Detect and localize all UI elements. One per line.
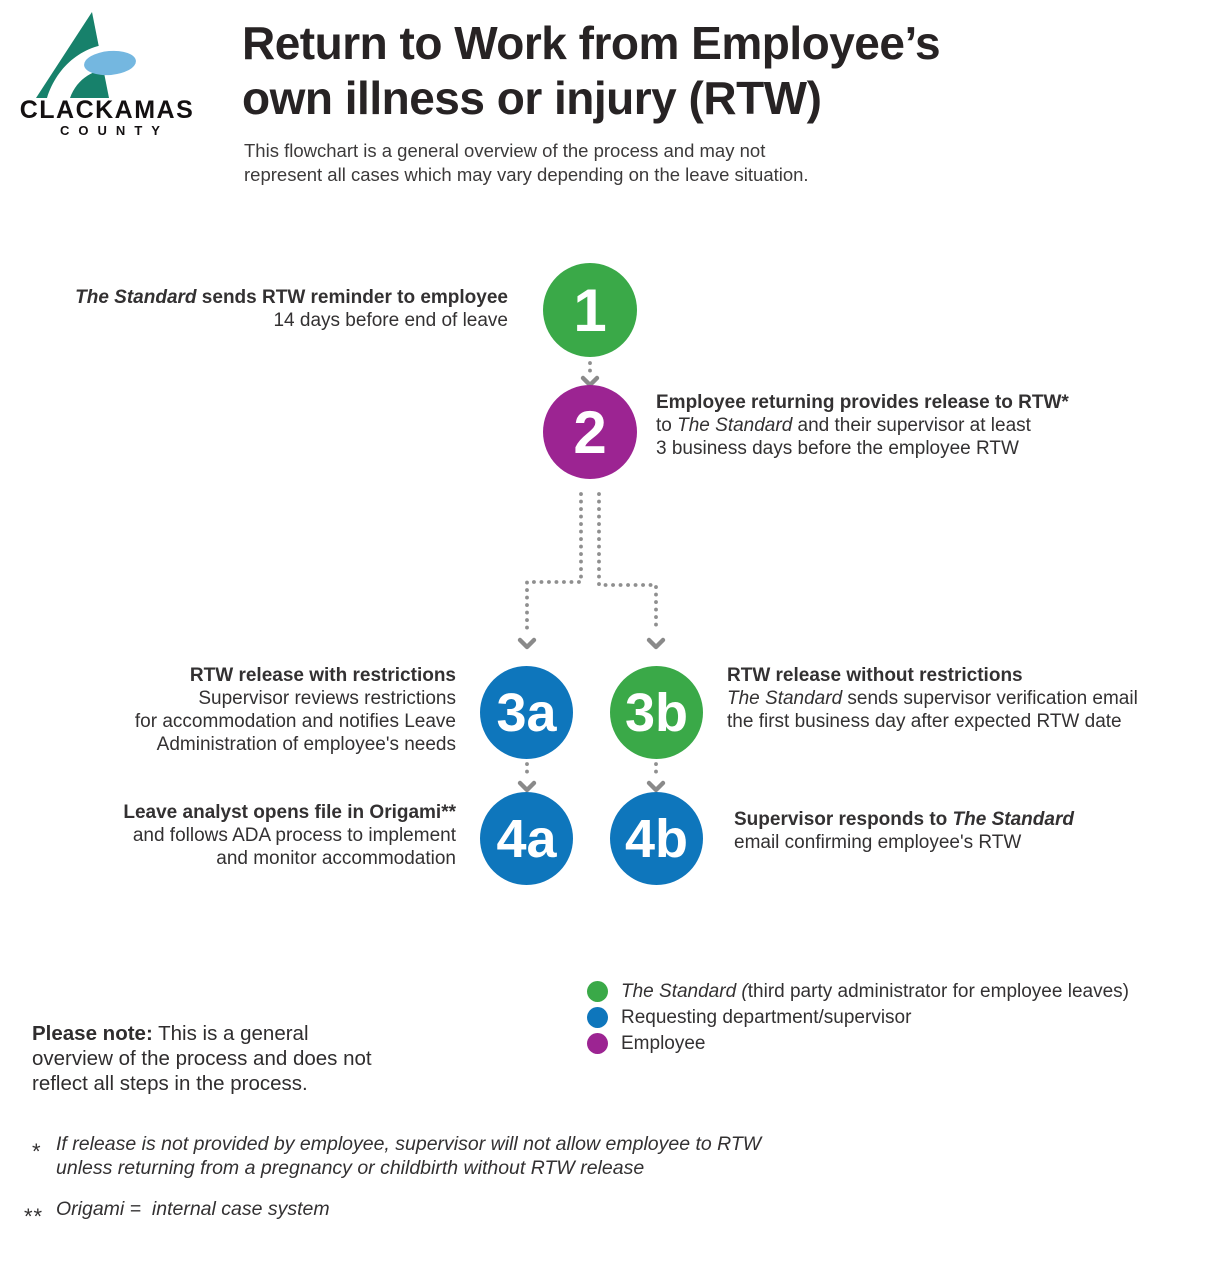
step-1-line-2: 14 days before end of leave <box>273 310 508 331</box>
logo-name-text: CLACKAMAS <box>19 96 195 124</box>
legend-dot-blue <box>587 1007 608 1028</box>
legend: The Standard (third party administrator … <box>587 981 1129 1059</box>
step-4a-line-2: and follows ADA process to implement <box>132 825 456 846</box>
step-4b-description: Supervisor responds to The Standard emai… <box>734 808 1074 854</box>
arrowhead-to-3b <box>646 637 666 650</box>
footnote-release-line-1: If release is not provided by employee, … <box>56 1133 762 1155</box>
footnote-release: * If release is not provided by employee… <box>32 1132 761 1180</box>
legend-label-the-standard: The Standard (third party administrator … <box>621 981 1129 1002</box>
page-title-line-1: Return to Work from Employee’s <box>242 17 941 69</box>
step-3a-line-4: Administration of employee's needs <box>156 734 456 755</box>
page-subtitle-line-2: represent all cases which may vary depen… <box>244 164 809 185</box>
step-4b-line-2: email confirming employee's RTW <box>734 832 1022 853</box>
step-4b-circle: 4b <box>610 792 703 885</box>
step-1-number: 1 <box>573 276 607 344</box>
step-2-line-3: 3 business days before the employee RTW <box>656 438 1019 459</box>
step-3b-circle: 3b <box>610 666 703 759</box>
step-3a-line-3: for accommodation and notifies Leave <box>134 711 456 732</box>
footnote-origami: ** Origami = internal case system <box>24 1197 330 1230</box>
arrowhead-to-3a <box>517 637 537 650</box>
step-3a-line-1: RTW release with restrictions <box>189 665 456 686</box>
step-2-line-2: to The Standard and their supervisor at … <box>656 415 1031 436</box>
step-4a-circle: 4a <box>480 792 573 885</box>
step-2-circle: 2 <box>543 385 637 479</box>
step-4a-description: Leave analyst opens file in Origami** an… <box>95 801 456 870</box>
step-3b-line-1: RTW release without restrictions <box>727 665 1023 686</box>
footnote-origami-line-1: Origami = internal case system <box>56 1198 330 1220</box>
footnote-origami-text: Origami = internal case system <box>56 1197 330 1230</box>
step-2-number: 2 <box>573 398 607 466</box>
page-title-line-2: own illness or injury (RTW) <box>242 72 822 124</box>
legend-label-employee: Employee <box>621 1033 706 1054</box>
legend-item-employee: Employee <box>587 1033 1129 1054</box>
step-2-line-1: Employee returning provides release to R… <box>656 392 1069 413</box>
footnote-release-line-2: unless returning from a pregnancy or chi… <box>56 1157 645 1179</box>
step-4b-line-1: Supervisor responds to The Standard <box>734 809 1074 830</box>
step-4a-line-1: Leave analyst opens file in Origami** <box>123 802 456 823</box>
step-3b-line-2: The Standard sends supervisor verificati… <box>727 688 1138 709</box>
logo-county-text: COUNTY <box>60 123 169 138</box>
legend-item-the-standard: The Standard (third party administrator … <box>587 981 1129 1002</box>
step-1-circle: 1 <box>543 263 637 357</box>
page-title: Return to Work from Employee’s own illne… <box>242 16 941 126</box>
step-3a-line-2: Supervisor reviews restrictions <box>198 688 456 709</box>
step-4a-line-3: and monitor accommodation <box>216 848 456 869</box>
logo-mountain-icon <box>36 12 136 98</box>
connector-2-to-3b <box>597 492 658 633</box>
footnote-release-text: If release is not provided by employee, … <box>56 1132 761 1180</box>
legend-dot-purple <box>587 1033 608 1054</box>
please-note-text: Please note: This is a general overview … <box>32 1022 372 1095</box>
connector-2-to-3a <box>525 492 583 633</box>
clackamas-county-logo: CLACKAMAS COUNTY <box>8 10 208 142</box>
footnote-origami-marker: ** <box>24 1204 44 1229</box>
step-3a-circle: 3a <box>480 666 573 759</box>
step-2-description: Employee returning provides release to R… <box>656 391 1069 460</box>
footnote-release-marker: * <box>32 1139 41 1164</box>
page-subtitle-line-1: This flowchart is a general overview of … <box>244 140 766 161</box>
step-1-description: The Standard sends RTW reminder to emplo… <box>60 286 508 332</box>
step-3a-number: 3a <box>496 682 557 743</box>
legend-dot-green <box>587 981 608 1002</box>
step-4a-number: 4a <box>496 808 557 869</box>
page-subtitle: This flowchart is a general overview of … <box>244 139 809 187</box>
arrowhead-to-4a <box>517 780 537 793</box>
step-3b-description: RTW release without restrictions The Sta… <box>727 664 1138 733</box>
arrowhead-to-4b <box>646 780 666 793</box>
legend-item-department-supervisor: Requesting department/supervisor <box>587 1007 1129 1028</box>
step-3b-line-3: the first business day after expected RT… <box>727 711 1122 732</box>
step-3a-description: RTW release with restrictions Supervisor… <box>95 664 456 756</box>
legend-label-department-supervisor: Requesting department/supervisor <box>621 1007 912 1028</box>
step-1-line-1: The Standard sends RTW reminder to emplo… <box>75 287 508 308</box>
step-3b-number: 3b <box>624 682 689 743</box>
arrowhead-to-2 <box>580 375 600 388</box>
step-4b-number: 4b <box>624 808 689 869</box>
